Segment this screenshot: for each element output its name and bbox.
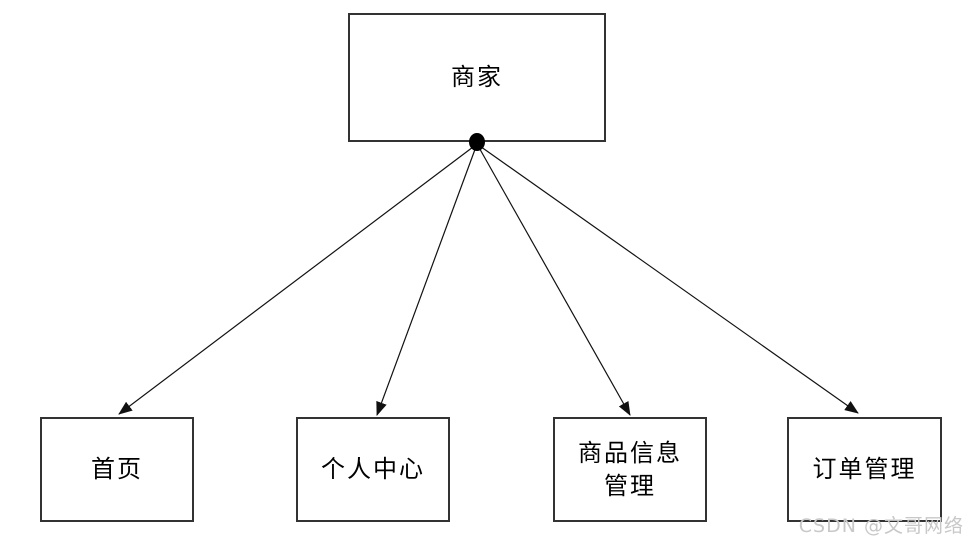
edge-merchant-order — [476, 143, 859, 414]
watermark: CSDN @文哥网络 — [798, 515, 964, 537]
node-product-info-management-label: 商品信息管理 — [578, 439, 682, 500]
edge-merchant-home — [118, 143, 478, 415]
node-home: 首页 — [40, 417, 194, 522]
node-order-management-label: 订单管理 — [812, 455, 917, 484]
node-home-label: 首页 — [91, 455, 143, 484]
node-order-management: 订单管理 — [787, 417, 942, 522]
node-merchant: 商家 — [348, 13, 606, 142]
node-personal-center-label: 个人中心 — [321, 455, 425, 484]
node-personal-center: 个人中心 — [296, 417, 450, 522]
edge-merchant-personal-center — [376, 143, 478, 416]
edge-merchant-product-info — [476, 143, 631, 416]
node-merchant-label: 商家 — [451, 63, 503, 92]
node-product-info-management: 商品信息管理 — [553, 417, 707, 522]
